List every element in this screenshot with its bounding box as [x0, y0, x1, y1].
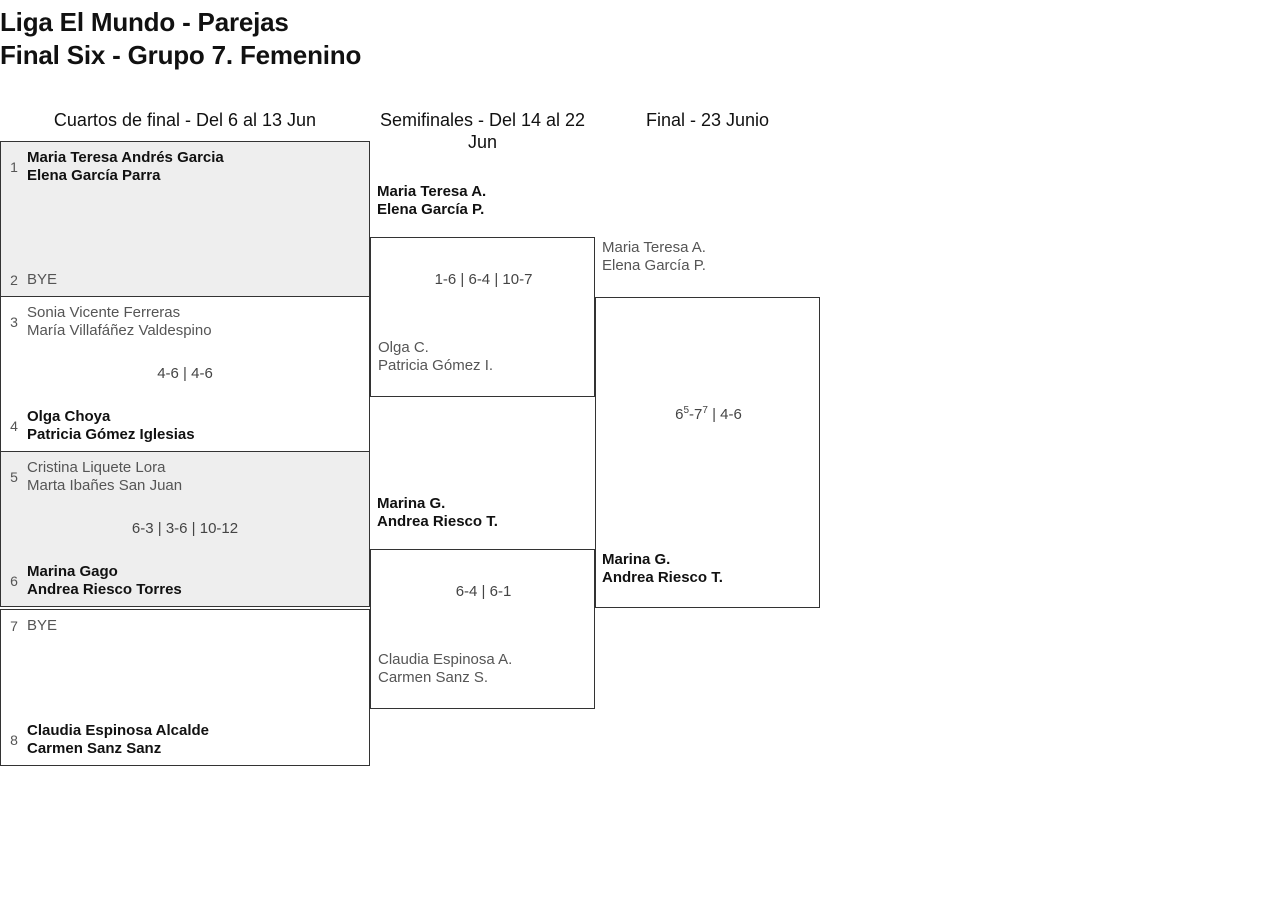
seed-number: 3 [10, 313, 18, 330]
final-score-set2: | 4-6 [707, 406, 742, 423]
match-row-top[interactable]: 5 Cristina Liquete Lora Marta Ibañes San… [1, 459, 369, 495]
match-row-bottom[interactable]: 4 Olga Choya Patricia Gómez Iglesias [1, 408, 369, 444]
title-line-1: Liga El Mundo - Parejas [0, 7, 289, 37]
match-score: 4-6 | 4-6 [157, 365, 213, 382]
final-score-set1-games: 6 [675, 406, 684, 423]
seed-number: 5 [10, 468, 18, 485]
match-quarterfinal-2[interactable]: 3 Sonia Vicente Ferreras María Villafáñe… [0, 296, 370, 452]
round-header-semifinals: Semifinales - Del 14 al 22 Jun [379, 110, 586, 152]
team-name: BYE [27, 617, 58, 634]
round-header-quarterfinals: Cuartos de final - Del 6 al 13 Jun [53, 110, 317, 130]
team-name: Marina Gago Andrea Riesco Torres [27, 563, 182, 598]
semifinal-2-top-team: Marina G. Andrea Riesco T. [377, 495, 498, 530]
final-score-set1-tiebreak-a: 5 [683, 405, 690, 416]
seed-number: 6 [10, 572, 18, 589]
match-quarterfinal-1[interactable]: 1 Maria Teresa Andrés Garcia Elena Garcí… [0, 141, 370, 297]
team-name: Cristina Liquete Lora Marta Ibañes San J… [27, 459, 183, 494]
seed-number: 8 [10, 731, 18, 748]
match-row-bottom[interactable]: 2 BYE [1, 271, 369, 289]
final-score-set1-separator: -7 [689, 406, 703, 423]
semifinal-1-bottom-team: Olga C. Patricia Gómez I. [378, 339, 494, 374]
seed-number: 2 [10, 271, 18, 288]
final-score: 65-77 | 4-6 [596, 406, 821, 424]
team-name: Olga Choya Patricia Gómez Iglesias [27, 408, 195, 443]
match-quarterfinal-3[interactable]: 5 Cristina Liquete Lora Marta Ibañes San… [0, 451, 370, 607]
match-quarterfinal-4[interactable]: 7 BYE 8 Claudia Espinosa Alcalde Carmen … [0, 609, 370, 766]
round-header-final: Final - 23 Junio [645, 110, 770, 130]
page-title: Liga El Mundo - Parejas Final Six - Grup… [0, 6, 900, 72]
match-row-bottom[interactable]: 8 Claudia Espinosa Alcalde Carmen Sanz S… [1, 722, 369, 758]
seed-number: 7 [10, 617, 18, 634]
match-score: 6-3 | 3-6 | 10-12 [131, 520, 239, 537]
match-final[interactable]: 65-77 | 4-6 [595, 297, 820, 608]
match-row-top[interactable]: 3 Sonia Vicente Ferreras María Villafáñe… [1, 304, 369, 340]
match-row-top[interactable]: 1 Maria Teresa Andrés Garcia Elena Garcí… [1, 149, 369, 185]
team-name: Sonia Vicente Ferreras María Villafáñez … [27, 304, 212, 339]
semifinal-1-top-team: Maria Teresa A. Elena García P. [377, 183, 487, 218]
final-bottom-team-champion: Marina G. Andrea Riesco T. [602, 551, 723, 586]
team-name: Claudia Espinosa Alcalde Carmen Sanz San… [27, 722, 209, 757]
semifinal-2-bottom-team: Claudia Espinosa A. Carmen Sanz S. [378, 651, 513, 686]
team-name: Maria Teresa Andrés Garcia Elena García … [27, 149, 224, 184]
seed-number: 1 [10, 158, 18, 175]
final-top-team: Maria Teresa A. Elena García P. [602, 239, 706, 274]
match-semifinal-1[interactable]: 1-6 | 6-4 | 10-7 Olga C. Patricia Gómez … [370, 237, 595, 397]
final-score-set1-tiebreak-b: 7 [702, 405, 708, 416]
match-score: 6-4 | 6-1 [455, 583, 512, 600]
seed-number: 4 [10, 417, 18, 434]
team-name: BYE [27, 271, 58, 288]
match-row-top[interactable]: 7 BYE [1, 617, 369, 635]
match-row-bottom[interactable]: 6 Marina Gago Andrea Riesco Torres [1, 563, 369, 599]
title-line-2: Final Six - Grupo 7. Femenino [0, 40, 362, 70]
match-semifinal-2[interactable]: 6-4 | 6-1 Claudia Espinosa A. Carmen San… [370, 549, 595, 709]
match-score: 1-6 | 6-4 | 10-7 [434, 271, 533, 288]
